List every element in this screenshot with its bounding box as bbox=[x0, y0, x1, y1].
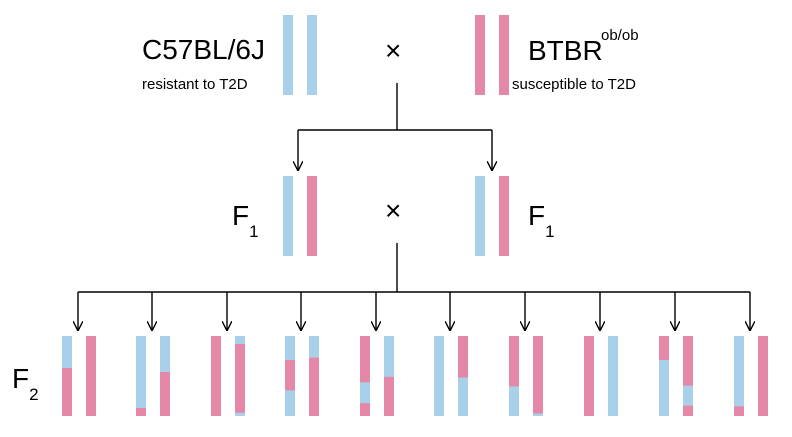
chromosome-f2-8-a-segment bbox=[584, 336, 594, 416]
chromosome-parent-left-b-segment bbox=[307, 15, 317, 95]
chromosome-f2-10-a-segment bbox=[734, 336, 744, 407]
chromosome-f2-5-a-segment bbox=[360, 382, 370, 404]
f2-letter: F bbox=[12, 363, 30, 394]
chromosome-f2-5-b-segment bbox=[384, 376, 394, 416]
f1-right-letter: F bbox=[528, 200, 546, 231]
chromosome-f2-5-b-segment bbox=[384, 336, 394, 378]
chromosome-f2-8-b-segment bbox=[608, 336, 618, 416]
chromosome-parent-left-a-segment bbox=[283, 15, 293, 95]
chromosome-f2-3-a-segment bbox=[211, 336, 221, 416]
chromosome-f2-4-a-segment bbox=[285, 390, 295, 416]
f1-cross-symbol: × bbox=[385, 195, 402, 226]
chromosome-f2-5-a-segment bbox=[360, 403, 370, 416]
chromosome-f2-1-a-segment bbox=[62, 336, 72, 369]
chromosome-f2-10-b-segment bbox=[758, 336, 768, 416]
chromosome-f2-9-b-segment bbox=[683, 385, 693, 406]
chromosome-f2-1-a-segment bbox=[62, 368, 72, 416]
chromosome-f2-9-b-segment bbox=[683, 405, 693, 416]
chromosome-f1-right-b-segment bbox=[499, 176, 509, 256]
chromosome-f2-3-b-segment bbox=[235, 344, 245, 414]
chromosome-f2-1-b-segment bbox=[86, 336, 96, 416]
parent-right-superscript: ob/ob bbox=[601, 27, 639, 44]
parent-left-note: resistant to T2D bbox=[142, 76, 248, 93]
chromosome-parent-right-a-segment bbox=[475, 15, 485, 95]
chromosome-f2-10-a-segment bbox=[734, 406, 744, 416]
f1-right-subscript: 1 bbox=[545, 222, 555, 241]
chromosome-f2-4-b-segment bbox=[309, 336, 319, 358]
chromosome-f2-6-b-segment bbox=[458, 336, 468, 378]
chromosome-f2-2-a-segment bbox=[136, 408, 146, 416]
chromosome-f2-2-b-segment bbox=[160, 336, 170, 373]
chromosome-f2-9-a-segment bbox=[659, 336, 669, 361]
chromosome-f2-4-a-segment bbox=[285, 336, 295, 361]
chromosome-f2-2-b-segment bbox=[160, 372, 170, 416]
chromosome-f1-left-b-segment bbox=[307, 176, 317, 256]
chromosome-f2-7-b-segment bbox=[533, 336, 543, 414]
chromosome-f2-6-b-segment bbox=[458, 377, 468, 416]
chromosome-f2-4-b-segment bbox=[309, 357, 319, 416]
parent-right-name: BTBR bbox=[528, 35, 603, 66]
chromosome-f1-right-a-segment bbox=[475, 176, 485, 256]
f1-left-letter: F bbox=[232, 200, 250, 231]
parent-left-name: C57BL/6J bbox=[142, 34, 265, 65]
f1-left-label: F1 bbox=[232, 200, 259, 241]
chromosome-f2-9-a-segment bbox=[659, 360, 669, 416]
chromosome-f2-7-a-segment bbox=[509, 386, 519, 416]
chromosome-parent-right-b-segment bbox=[499, 15, 509, 95]
parent-cross-symbol: × bbox=[385, 35, 402, 66]
chromosome-f2-3-b-segment bbox=[235, 336, 245, 345]
cross-connectors bbox=[78, 83, 750, 330]
chromosome-f2-5-a-segment bbox=[360, 336, 370, 383]
parent-right-note: susceptible to T2D bbox=[512, 76, 636, 93]
chromosome-f2-9-b-segment bbox=[683, 336, 693, 386]
chromosome-f2-3-b-segment bbox=[235, 412, 245, 416]
chromosome-f2-7-a-segment bbox=[509, 336, 519, 387]
f2-subscript: 2 bbox=[29, 385, 39, 404]
chromosome-f2-2-a-segment bbox=[136, 336, 146, 409]
f2-label: F2 bbox=[12, 363, 39, 404]
chromosome-bars bbox=[62, 15, 768, 416]
f1-left-subscript: 1 bbox=[249, 222, 259, 241]
chromosome-f2-7-b-segment bbox=[533, 413, 543, 416]
f1-right-label: F1 bbox=[528, 200, 555, 241]
chromosome-f1-left-a-segment bbox=[283, 176, 293, 256]
chromosome-f2-6-a-segment bbox=[434, 336, 444, 416]
chromosome-f2-4-a-segment bbox=[285, 360, 295, 391]
